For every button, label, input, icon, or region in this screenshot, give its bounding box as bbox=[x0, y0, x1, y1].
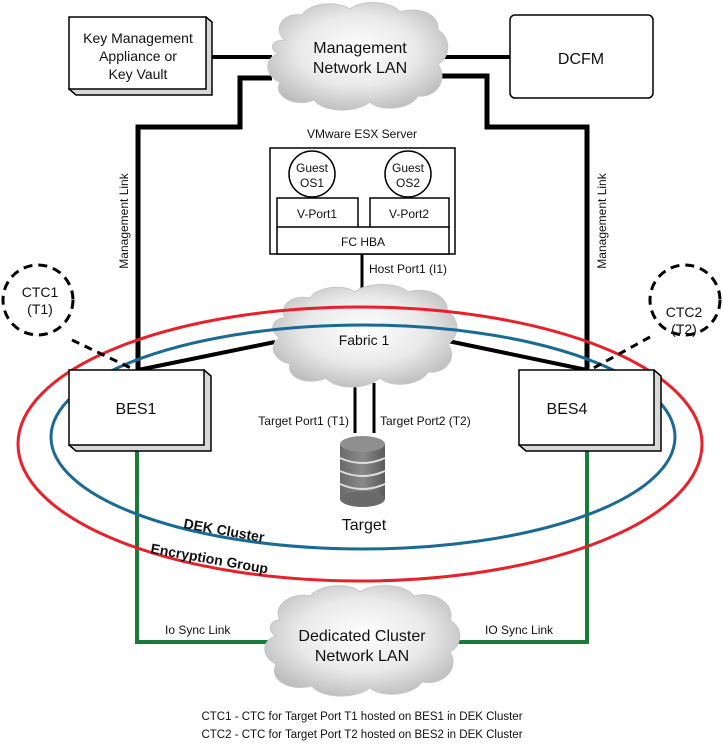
fabric-to-bes1-link bbox=[137, 340, 276, 372]
io-sync-link-right-label: IO Sync Link bbox=[485, 623, 554, 637]
key-management-appliance[interactable]: Key Management Appliance or Key Vault bbox=[67, 16, 213, 96]
dek-cluster-label: DEK Cluster bbox=[182, 515, 266, 545]
management-lan-line-2: Network LAN bbox=[313, 60, 407, 77]
management-link-right-label: Management Link bbox=[595, 172, 609, 268]
ctc1-line-2: (T1) bbox=[27, 301, 53, 317]
io-sync-link-right bbox=[452, 450, 589, 644]
target-label: Target bbox=[342, 517, 387, 534]
encryption-group-label: Encryption Group bbox=[149, 540, 269, 576]
vport1-label: V-Port1 bbox=[297, 207, 337, 221]
io-sync-link-left-label: Io Sync Link bbox=[165, 623, 231, 637]
bes4-switch[interactable]: BES4 bbox=[517, 369, 662, 452]
ctc1-to-bes1-link bbox=[71, 338, 136, 372]
fabric-1-label: Fabric 1 bbox=[339, 332, 390, 348]
key-management-line-1: Key Management bbox=[83, 30, 193, 46]
vport2-label: V-Port2 bbox=[389, 207, 429, 221]
bes1-label: BES1 bbox=[116, 401, 157, 418]
fc-hba-box bbox=[276, 226, 450, 255]
guest-os2-line-1: Guest bbox=[392, 161, 425, 175]
esx-server-title: VMware ESX Server bbox=[307, 127, 417, 141]
management-links bbox=[135, 55, 590, 433]
fabric-to-bes4-link bbox=[447, 339, 588, 372]
dedicated-cluster-lan-cloud[interactable]: Dedicated Cluster Network LAN bbox=[264, 585, 461, 697]
target-port1-label: Target Port1 (T1) bbox=[258, 414, 349, 428]
fc-hba-label: FC HBA bbox=[341, 235, 385, 249]
target-port2-label: Target Port2 (T2) bbox=[380, 414, 471, 428]
encryption-group-ring bbox=[16, 305, 704, 583]
guest-os1-line-1: Guest bbox=[296, 161, 329, 175]
management-link-left-label: Management Link bbox=[117, 172, 131, 268]
ctc1-node[interactable]: CTC1 (T1) bbox=[1, 263, 75, 337]
dcfm-box[interactable]: DCFM bbox=[509, 14, 654, 99]
ctc2-to-bes4-link bbox=[589, 335, 651, 372]
guest-os1-line-2: OS1 bbox=[300, 176, 324, 190]
legend-ctc1: CTC1 - CTC for Target Port T1 hosted on … bbox=[201, 711, 522, 723]
guest-os2-line-2: OS2 bbox=[396, 176, 420, 190]
legend-ctc2: CTC2 - CTC for Target Port T2 hosted on … bbox=[201, 729, 522, 741]
fabric-1-cloud[interactable]: Fabric 1 bbox=[272, 284, 458, 388]
ctc2-node[interactable]: CTC2 (T2) bbox=[648, 263, 722, 337]
key-management-line-2: Appliance or bbox=[99, 48, 177, 64]
management-link-right bbox=[442, 73, 590, 370]
ctc2-line-2: (T2) bbox=[671, 321, 697, 337]
ctc2-line-1: CTC2 bbox=[666, 304, 703, 320]
vmware-esx-server[interactable]: VMware ESX Server V-Port1 V-Port2 FC HBA… bbox=[269, 127, 456, 255]
host-port-label: Host Port1 (I1) bbox=[369, 262, 447, 276]
bes4-label: BES4 bbox=[547, 401, 588, 418]
guest-os2-circle bbox=[384, 150, 432, 198]
legend: CTC1 - CTC for Target Port T1 hosted on … bbox=[201, 711, 522, 741]
dek-cluster-ring bbox=[49, 323, 677, 551]
key-management-line-3: Key Vault bbox=[109, 66, 168, 82]
target-storage[interactable]: Target bbox=[339, 436, 387, 534]
cluster-lan-line-1: Dedicated Cluster bbox=[298, 628, 426, 645]
management-lan-line-1: Management bbox=[313, 40, 407, 57]
ctc1-line-1: CTC1 bbox=[22, 284, 59, 300]
cluster-lan-line-2: Network LAN bbox=[315, 648, 409, 665]
dcfm-label: DCFM bbox=[558, 51, 604, 68]
bes1-switch[interactable]: BES1 bbox=[67, 369, 212, 452]
vport1-box bbox=[276, 197, 359, 229]
management-link-left bbox=[135, 75, 272, 370]
guest-os1-circle bbox=[288, 150, 336, 198]
management-network-lan-cloud[interactable]: Management Network LAN bbox=[267, 2, 449, 111]
